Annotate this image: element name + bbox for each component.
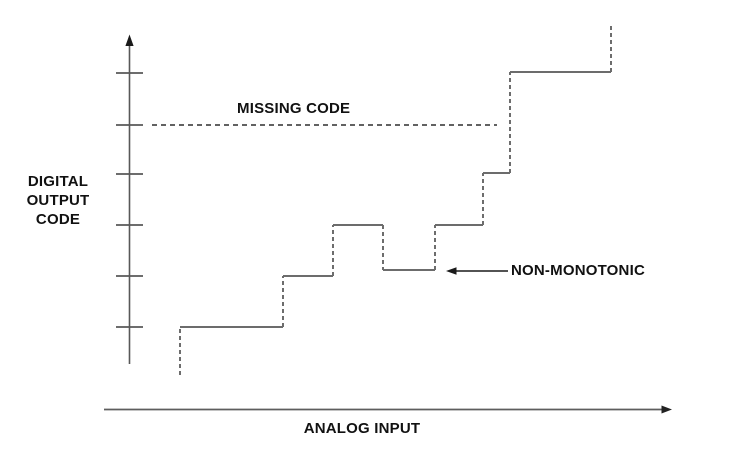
x-axis <box>104 405 672 414</box>
non-monotonic-arrow <box>446 267 508 275</box>
x-axis-label: ANALOG INPUT <box>303 420 421 437</box>
missing-code-label: MISSING CODE <box>237 100 351 117</box>
y-axis-arrowhead-icon <box>125 34 134 46</box>
staircase-risers <box>179 23 612 375</box>
non-monotonic-label: NON-MONOTONIC <box>511 262 645 279</box>
non-monotonic-arrowhead-icon <box>446 267 457 275</box>
y-axis-label: DIGITAL OUTPUT CODE <box>26 173 90 228</box>
x-axis-arrowhead-icon <box>661 405 672 414</box>
y-axis <box>116 34 143 364</box>
staircase-treads <box>180 71 611 328</box>
